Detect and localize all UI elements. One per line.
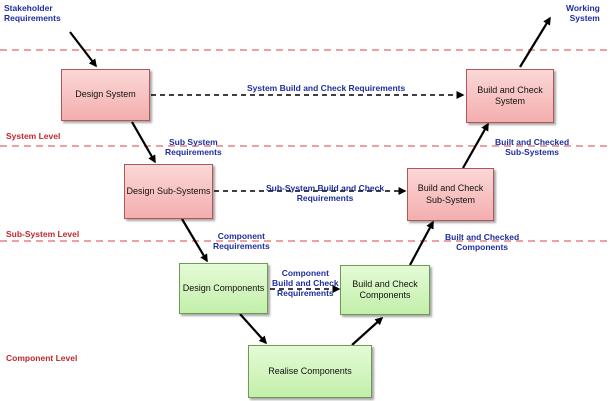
arrow-components-to-realise <box>239 313 268 345</box>
component-requirements-label: Component Requirements <box>213 231 270 252</box>
system-level-label: System Level <box>6 131 61 141</box>
build-components-box: Build and Check Components <box>340 265 430 315</box>
build-subsystem-box: Build and Check Sub-System <box>407 168 494 221</box>
component-build-requirements-label: Component Build and Check Requirements <box>272 268 339 299</box>
built-subsystems-label: Built and Checked Sub-Systems <box>495 137 570 158</box>
working-system-label: Working System <box>566 3 600 24</box>
arrow-build-system-to-working <box>519 16 551 68</box>
build-system-text: Build and Check System <box>477 84 543 106</box>
design-components-box: Design Components <box>179 263 268 314</box>
design-subsystems-text: Design Sub-Systems <box>126 185 211 196</box>
arrow-build-components-to-subsystem <box>409 220 434 266</box>
arrow-subsystems-to-components <box>181 218 208 263</box>
built-components-label: Built and Checked Components <box>445 232 520 253</box>
arrow-build-subsystem-to-system <box>462 122 489 169</box>
component-level-label: Component Level <box>6 353 78 363</box>
design-components-text: Design Components <box>182 282 265 293</box>
stakeholder-requirements-label: Stakeholder Requirements <box>4 3 61 24</box>
build-system-box: Build and Check System <box>466 69 554 123</box>
arrow-stakeholder-to-design-system <box>69 31 97 68</box>
build-components-text: Build and Check Components <box>352 278 418 300</box>
design-system-box: Design System <box>61 69 150 121</box>
design-system-text: Design System <box>75 89 136 100</box>
subsystem-requirements-label: Sub-System Build and Check Requirements <box>266 183 385 204</box>
subsystem-level-label: Sub-System Level <box>6 229 80 239</box>
realise-components-box: Realise Components <box>248 345 372 398</box>
system-requirements-label: System Build and Check Requirements <box>247 83 406 93</box>
arrow-design-system-to-subsystems <box>131 121 156 164</box>
sub-system-requirements-label: Sub System Requirements <box>165 137 222 158</box>
design-subsystems-box: Design Sub-Systems <box>124 164 213 219</box>
build-subsystem-text: Build and Check Sub-System <box>417 183 484 205</box>
arrow-realise-to-build-components <box>351 316 384 346</box>
realise-components-text: Realise Components <box>268 365 352 376</box>
